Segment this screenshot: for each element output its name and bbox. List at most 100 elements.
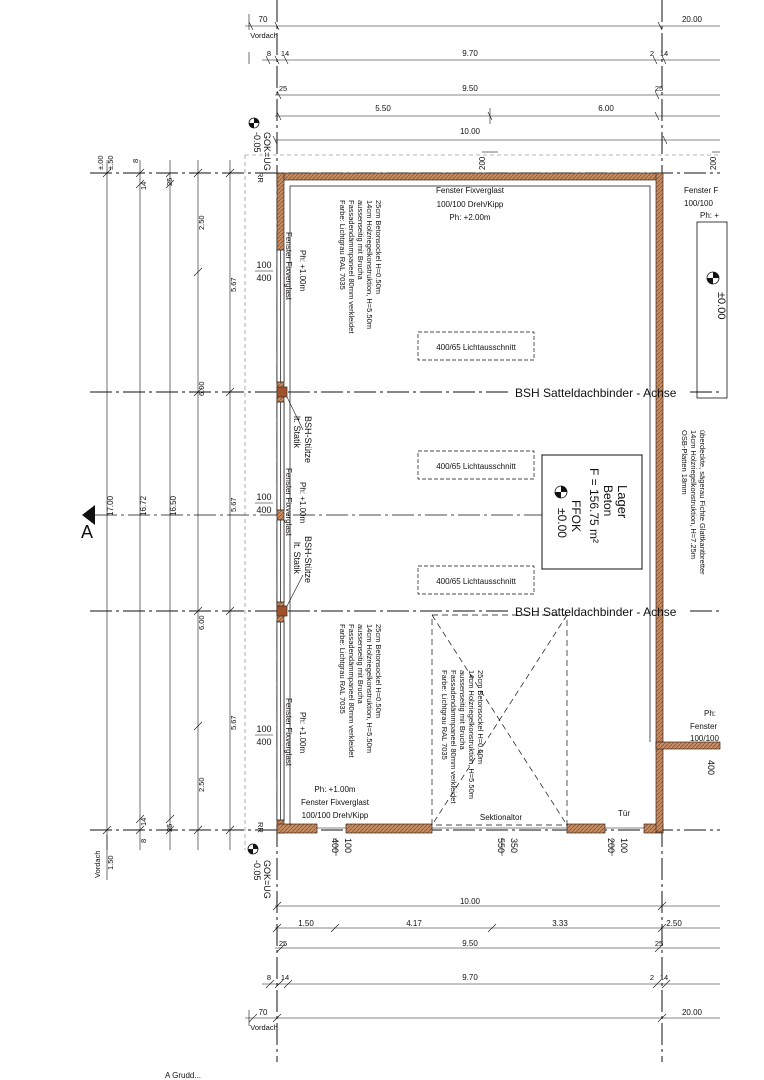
right-top-window-title: Fenster F: [684, 186, 718, 195]
gok-bottom-label: GOK=UG: [262, 860, 272, 899]
top-dim-970: 9.70: [462, 49, 478, 58]
svg-text:Farbe: Lichtgrau RAL 7035: Farbe: Lichtgrau RAL 7035: [440, 670, 449, 760]
left-window-1-title: Fenster Fixverglast: [284, 232, 293, 301]
left-overall-1650: 16.50: [169, 495, 178, 516]
left-chain-600a: 6.00: [197, 381, 206, 396]
wall-note-top: 25cm Betonsockel H=0.50m 14cm Holzriegel…: [338, 200, 383, 334]
tuer-label: Tür: [618, 809, 630, 818]
left-chain-567a: 5.67: [229, 277, 238, 292]
bottom-opening-3-top: 100: [619, 838, 629, 853]
bottom-dim-970: 9.70: [462, 973, 478, 982]
left-window-2-title: Fenster Fixverglast: [284, 468, 293, 537]
left-chain-567c: 5.67: [229, 715, 238, 730]
top-window-ph: Ph: +2.00m: [449, 213, 490, 222]
column-1-statik: lt. Statik: [292, 416, 302, 449]
right-window-size: 100/100: [690, 734, 719, 743]
bottom-dim-overall: 20.00: [682, 1008, 703, 1017]
bottom-dim-417: 4.17: [406, 919, 422, 928]
level-symbol-bottom: [247, 843, 259, 855]
top-window-size: 100/100 Dreh/Kipp: [437, 200, 504, 209]
top-dim-2: 2: [650, 49, 654, 58]
wall-note-door: 25cm Betonsockel H=0.50m 14cm Holzriegel…: [440, 670, 485, 804]
svg-text:Farbe: Lichtgrau RAL 7035: Farbe: Lichtgrau RAL 7035: [338, 624, 347, 714]
gok-top-label: GOK=UG: [262, 132, 272, 171]
top-dim-600: 6.00: [598, 104, 614, 113]
left-bottom-150: 1.50: [106, 855, 115, 870]
lichtausschnitt-boxes: [417, 331, 535, 595]
rr-top: RR: [256, 172, 265, 183]
svg-text:Fassadendämmpaneel 80mm verkle: Fassadendämmpaneel 80mm verkleidet: [449, 670, 458, 804]
left-window-3-bottom: 400: [256, 737, 271, 747]
bottom-dim-250: 2.50: [666, 919, 682, 928]
left-chain-600b: 6.00: [197, 615, 206, 630]
room-level: ±0.00: [555, 508, 569, 538]
top-dim-70: 70: [259, 15, 268, 24]
left-window-3-ph: Ph: +1.00m: [298, 712, 307, 753]
svg-text:Fassadendämmpaneel 80mm verkle: Fassadendämmpaneel 80mm verkleidet: [347, 624, 356, 758]
right-window-400: 400: [706, 760, 716, 775]
right-window-title: Fenster: [690, 722, 717, 731]
top-dim-8: 8: [267, 49, 271, 58]
left-window-3-title: Fenster Fixverglast: [284, 698, 293, 767]
left-bottom-vordach: Vordach: [93, 850, 102, 878]
left-window-2-top: 100: [256, 492, 271, 502]
left-level-50: ±.50: [106, 155, 115, 170]
bottom-opening-1-top: 100: [343, 838, 353, 853]
left-window-1-bottom: 400: [256, 273, 271, 283]
left-dim-25: 25: [165, 178, 174, 186]
right-top-window-size: 100/100: [684, 199, 713, 208]
room-area: F = 156.75 m²: [587, 468, 601, 543]
svg-text:25cm Betonsockel H=0.50m: 25cm Betonsockel H=0.50m: [374, 624, 383, 718]
bottom-dim-333: 3.33: [552, 919, 568, 928]
rr-bottom: RR: [256, 822, 265, 833]
bottom-dim-8: 8: [267, 973, 271, 982]
bottom-dim-150: 1.50: [298, 919, 314, 928]
right-level-symbol: [706, 271, 720, 285]
bottom-dim-2: 2: [650, 973, 654, 982]
wall-note-middle: 25cm Betonsockel H=0.50m 14cm Holzriegel…: [338, 624, 383, 758]
section-marker-label: A: [81, 522, 93, 542]
footer-title: A Grudd...: [165, 1071, 201, 1080]
axis-label-2: BSH Satteldachbinder - Achse: [515, 605, 677, 619]
bottom-opening-2-top: 350: [509, 838, 519, 853]
bottom-dim-14b: 14: [660, 973, 668, 982]
section-marker-triangle: [82, 505, 95, 525]
lichtausschnitt-3: 400/65 Lichtausschnitt: [436, 577, 516, 586]
bottom-opening-3-bottom: 200: [606, 838, 616, 853]
left-chain-567b: 5.67: [229, 497, 238, 512]
top-dim-550: 5.50: [375, 104, 391, 113]
left-dim-25-bottom: 25: [165, 824, 174, 832]
bottom-dim-70: 70: [259, 1008, 268, 1017]
top-dim-25b: 25: [655, 84, 663, 93]
top-dim-14b: 14: [660, 49, 668, 58]
svg-text:14cm Holzriegelkonstruktion, H: 14cm Holzriegelkonstruktion, H=5.50m: [467, 670, 476, 799]
left-chain-250b: 2.50: [197, 777, 206, 792]
room-name: Lager: [615, 485, 630, 519]
bottom-opening-1-bottom: 400: [330, 838, 340, 853]
column-2-label: BSH-Stütze: [303, 536, 313, 583]
sektionaltor-swing: [431, 614, 568, 826]
top-dim-950: 9.50: [462, 84, 478, 93]
left-chain-250a: 2.50: [197, 215, 206, 230]
roof-note: überdeckte, sägerau Fichte Glattkantbret…: [680, 430, 707, 575]
top-stub-200a: 200: [478, 156, 487, 170]
svg-text:14cm Holzriegelkonstruktion, H: 14cm Holzriegelkonstruktion, H=7.25m: [689, 430, 698, 559]
room-ffok: FFOK: [569, 500, 583, 532]
svg-text:25cm Betonsockel H=0.50m: 25cm Betonsockel H=0.50m: [476, 670, 485, 764]
svg-text:OSB-Platten 18mm: OSB-Platten 18mm: [680, 430, 689, 495]
bottom-window-title: Fenster Fixverglast: [301, 798, 370, 807]
left-window-2-bottom: 400: [256, 505, 271, 515]
right-window-ph: Ph:: [704, 709, 716, 718]
svg-text:14cm Holzriegelkonstruktion, H: 14cm Holzriegelkonstruktion, H=5.50m: [365, 624, 374, 753]
axis-label-1: BSH Satteldachbinder - Achse: [515, 386, 677, 400]
top-dim-1000: 10.00: [460, 127, 481, 136]
svg-text:aussenseitig mit Brucha: aussenseitig mit Brucha: [356, 200, 365, 280]
left-wall-windows: [276, 249, 285, 821]
lichtausschnitt-2: 400/65 Lichtausschnitt: [436, 462, 516, 471]
left-dim-8: 8: [131, 159, 140, 163]
top-vordach: Vordach: [250, 31, 278, 40]
left-overall-1700: 17.00: [106, 495, 115, 516]
top-dim-14: 14: [281, 49, 289, 58]
bottom-dim-14: 14: [281, 973, 289, 982]
